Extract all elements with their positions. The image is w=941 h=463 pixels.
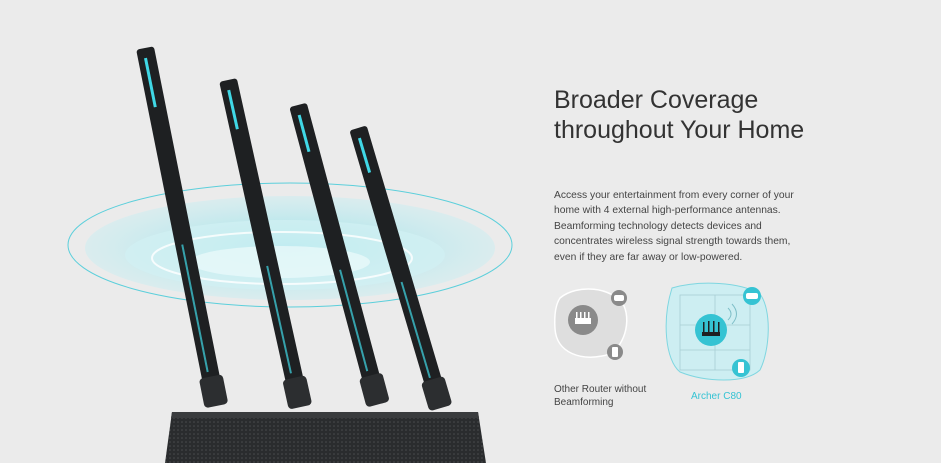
- router-body: [165, 412, 486, 463]
- archer-c80-label: Archer C80: [691, 391, 742, 402]
- signal-waves: [67, 182, 513, 308]
- archer-c80-diagram: [665, 282, 769, 381]
- page-title: Broader Coverage throughout Your Home: [554, 86, 805, 144]
- other-router-diagram: [554, 288, 628, 360]
- antenna-4: [350, 126, 452, 411]
- other-router-label: Other Router without Beamforming: [554, 384, 647, 408]
- antennas: [136, 46, 452, 411]
- router-icon: [695, 314, 727, 346]
- antenna-3: [289, 103, 389, 407]
- feature-description: Access your entertainment from every cor…: [554, 190, 794, 263]
- antenna-2: [219, 78, 312, 409]
- router-illustration: [67, 46, 513, 463]
- antenna-1: [136, 46, 228, 408]
